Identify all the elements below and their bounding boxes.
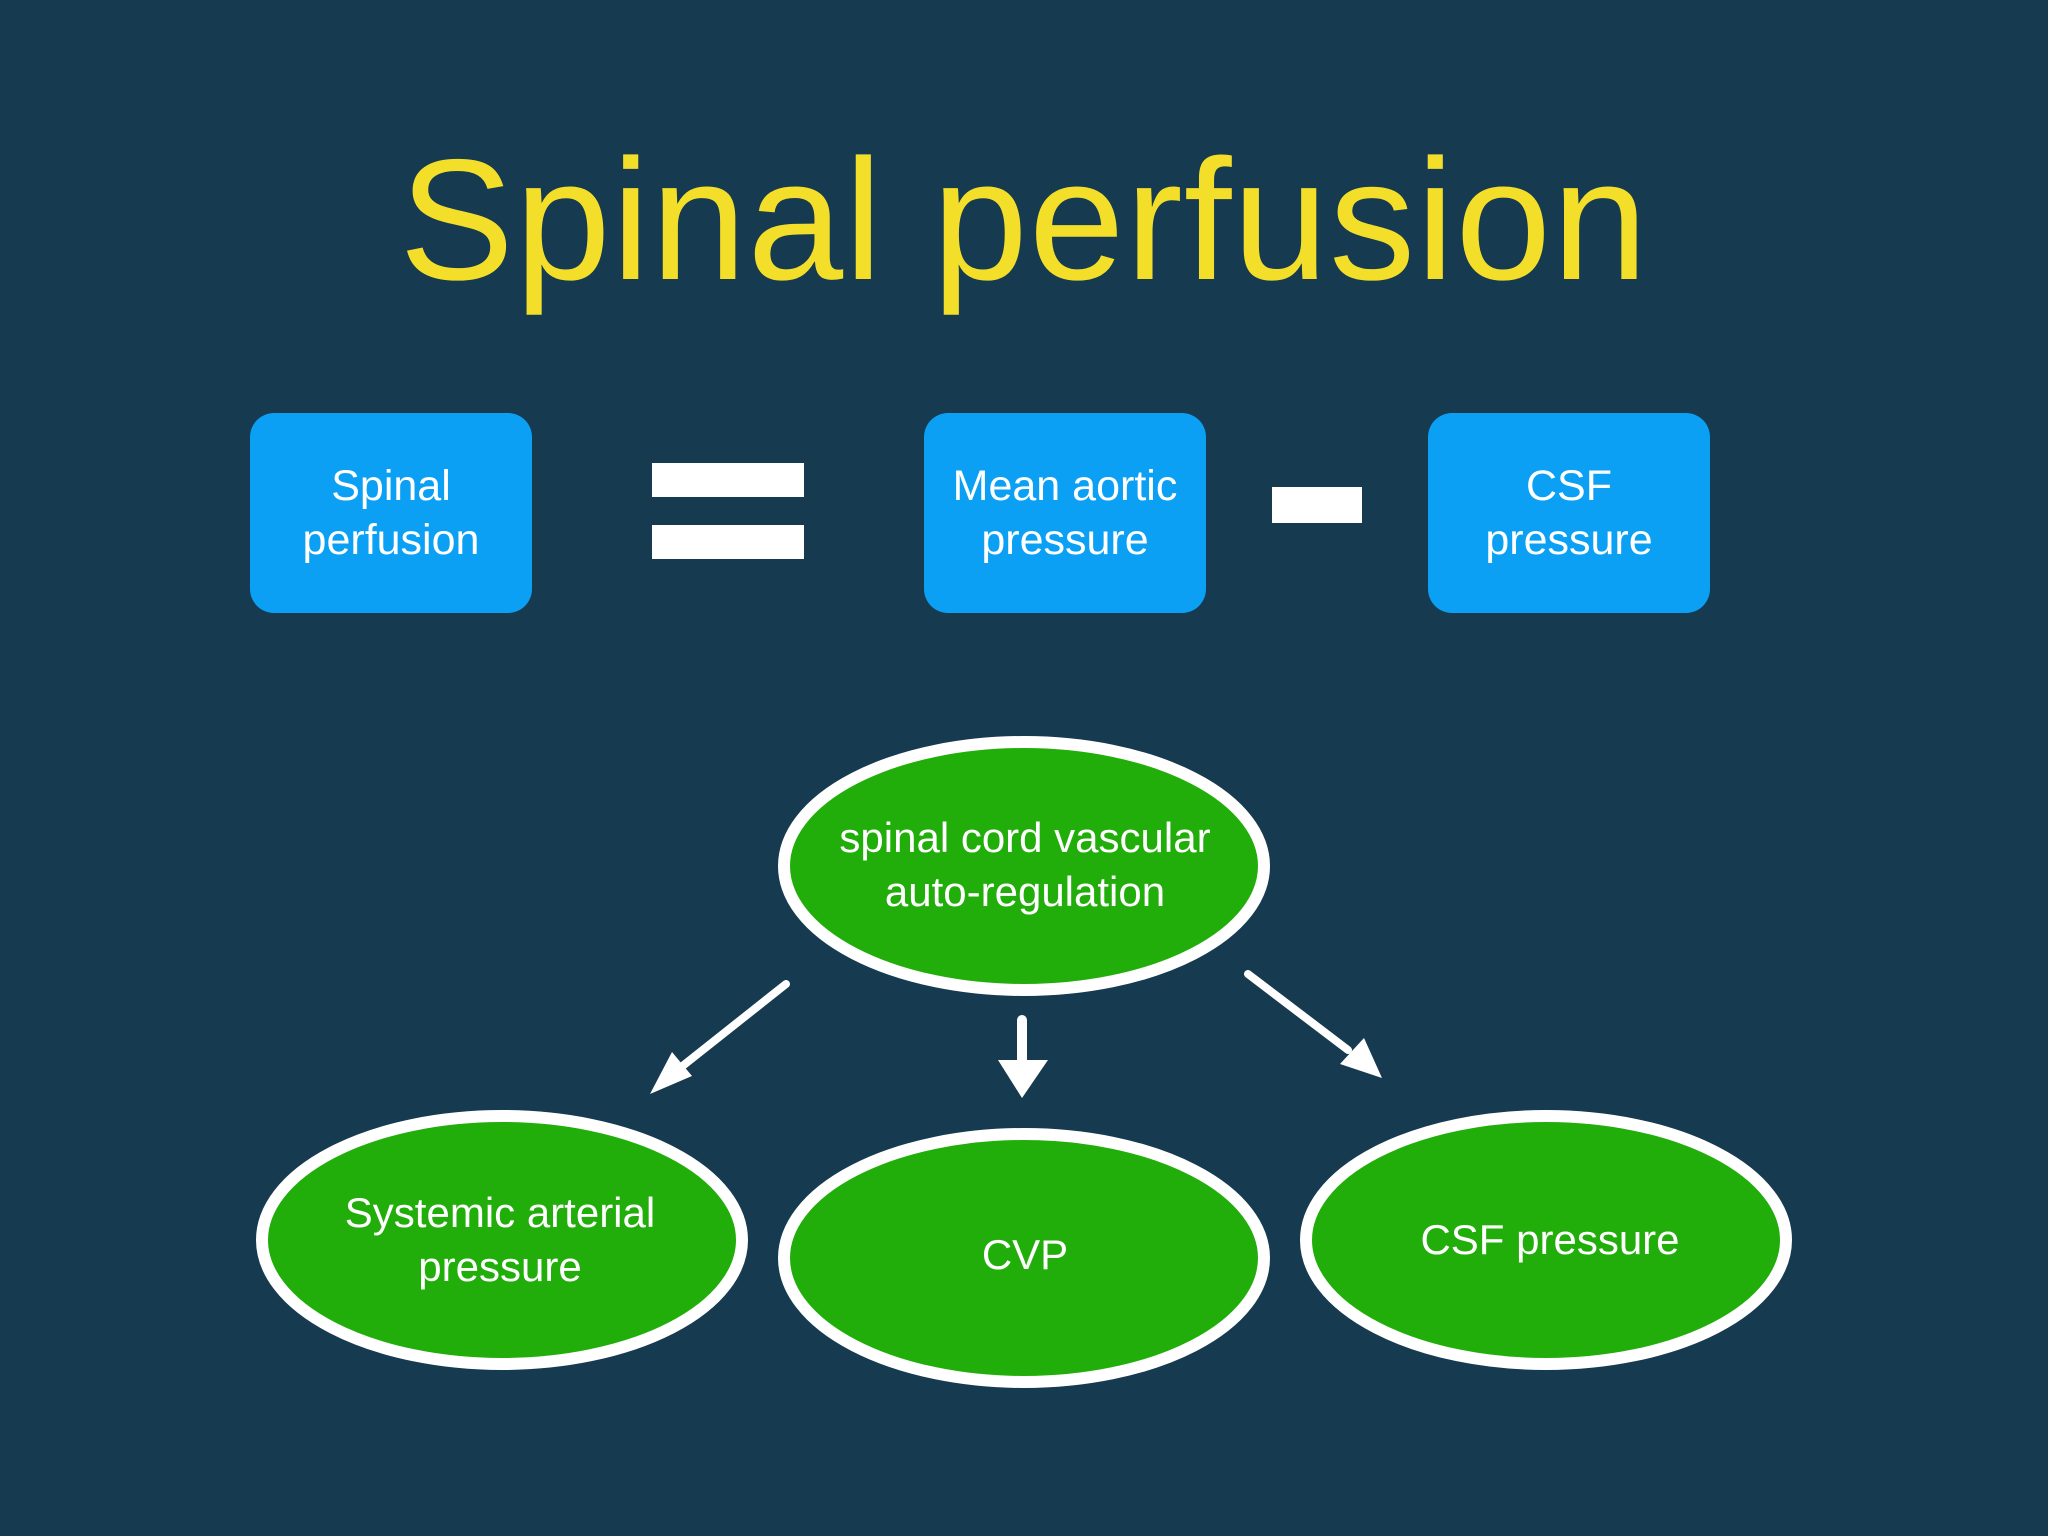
cvp-ellipse — [778, 1128, 1270, 1388]
spinal-perfusion-label: Spinal perfusion — [302, 462, 480, 564]
equals-sign-bottom-bar — [652, 525, 804, 559]
auto-regulation-ellipse — [778, 736, 1270, 996]
arrow-to-systemic-arterial-pressure — [650, 980, 790, 1094]
slide-title: Spinal perfusion — [399, 124, 1649, 316]
spinal-perfusion-box: Spinal perfusion — [250, 413, 532, 613]
cvp-label: CVP — [981, 1231, 1069, 1278]
arrow-to-cvp — [998, 1015, 1048, 1098]
mean-aortic-pressure-box: Mean aortic pressure — [924, 413, 1206, 613]
csf-pressure-label: CSF pressure — [1420, 1216, 1680, 1263]
csf-pressure-box: CSF pressure — [1428, 413, 1710, 613]
auto-regulation-label: spinal cord vascular auto-regulation — [839, 814, 1211, 915]
systemic-arterial-pressure-ellipse — [256, 1110, 748, 1370]
equals-sign-top-bar — [652, 463, 804, 497]
systemic-arterial-pressure-label: Systemic arterial pressure — [344, 1189, 656, 1290]
csf-pressure-ellipse — [1300, 1110, 1792, 1370]
mean-aortic-pressure-label: Mean aortic pressure — [952, 462, 1178, 564]
minus-sign — [1272, 487, 1362, 523]
csf-pressure-box-label: CSF pressure — [1485, 462, 1653, 564]
arrow-to-csf-pressure — [1244, 970, 1382, 1078]
